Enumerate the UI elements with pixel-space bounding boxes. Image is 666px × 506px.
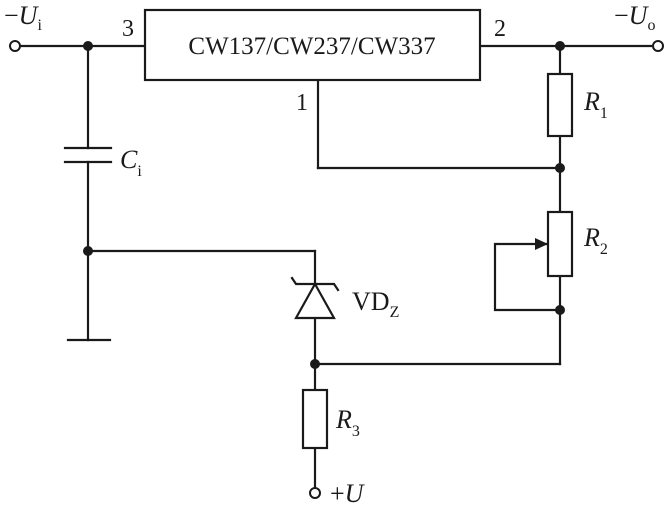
- junction-input: [83, 41, 93, 51]
- terminal-supply: [309, 487, 321, 499]
- junctions: [83, 41, 565, 369]
- junction-left: [83, 246, 93, 256]
- label-output-sign: −: [614, 1, 629, 30]
- label-output-symbol: U: [629, 1, 650, 30]
- zener-diode: [290, 276, 340, 320]
- label-r3-subscript: 3: [352, 423, 360, 440]
- pin-output-label: 2: [494, 16, 506, 42]
- junction-zener-r3: [310, 359, 320, 369]
- terminal-output: [652, 40, 664, 52]
- label-vdz-symbol: VD: [352, 287, 390, 316]
- junction-output: [555, 41, 565, 51]
- label-r1-subscript: 1: [600, 105, 608, 122]
- regulator-box: [143, 8, 482, 82]
- label-ci-symbol: C: [120, 145, 138, 174]
- junction-r1-r2: [555, 163, 565, 173]
- label-input-sign: −: [4, 1, 19, 30]
- zener-triangle: [294, 281, 336, 320]
- zener-cathode-bar: [290, 276, 340, 292]
- regulator-part-label: CW137/CW237/CW337: [188, 33, 435, 60]
- resistor-r1: [546, 72, 574, 138]
- label-r1-symbol: R: [583, 87, 600, 116]
- label-supply-sign: +: [330, 479, 345, 506]
- pin-input-label: 3: [122, 16, 134, 42]
- label-output: −Uo: [614, 1, 655, 34]
- regulator: CW137/CW237/CW337: [143, 8, 482, 82]
- terminal-input: [9, 40, 21, 52]
- label-supply: +U: [330, 479, 366, 506]
- resistor-r2: [546, 210, 574, 278]
- label-output-subscript: o: [647, 17, 655, 34]
- pin-adjust-label: 1: [296, 90, 308, 116]
- label-supply-symbol: U: [345, 479, 366, 506]
- label-r3-symbol: R: [335, 405, 352, 434]
- label-r1: R1: [583, 87, 608, 122]
- label-ci: Ci: [120, 145, 142, 180]
- label-input-symbol: U: [19, 1, 40, 30]
- label-r3: R3: [335, 405, 360, 440]
- label-input-subscript: i: [37, 17, 42, 34]
- resistor-r3: [301, 388, 329, 450]
- label-vdz: VDZ: [352, 287, 399, 321]
- label-ci-subscript: i: [137, 163, 142, 180]
- label-r2-symbol: R: [583, 223, 600, 252]
- wire-wiper-loop: [493, 242, 562, 312]
- capacitor-ci: [63, 146, 113, 164]
- label-r2: R2: [583, 223, 608, 258]
- junction-wiper: [555, 305, 565, 315]
- potentiometer-wiper-arrow: [535, 238, 548, 250]
- label-input: −Ui: [4, 1, 42, 34]
- label-r2-subscript: 2: [600, 241, 608, 258]
- label-vdz-subscript: Z: [390, 304, 400, 321]
